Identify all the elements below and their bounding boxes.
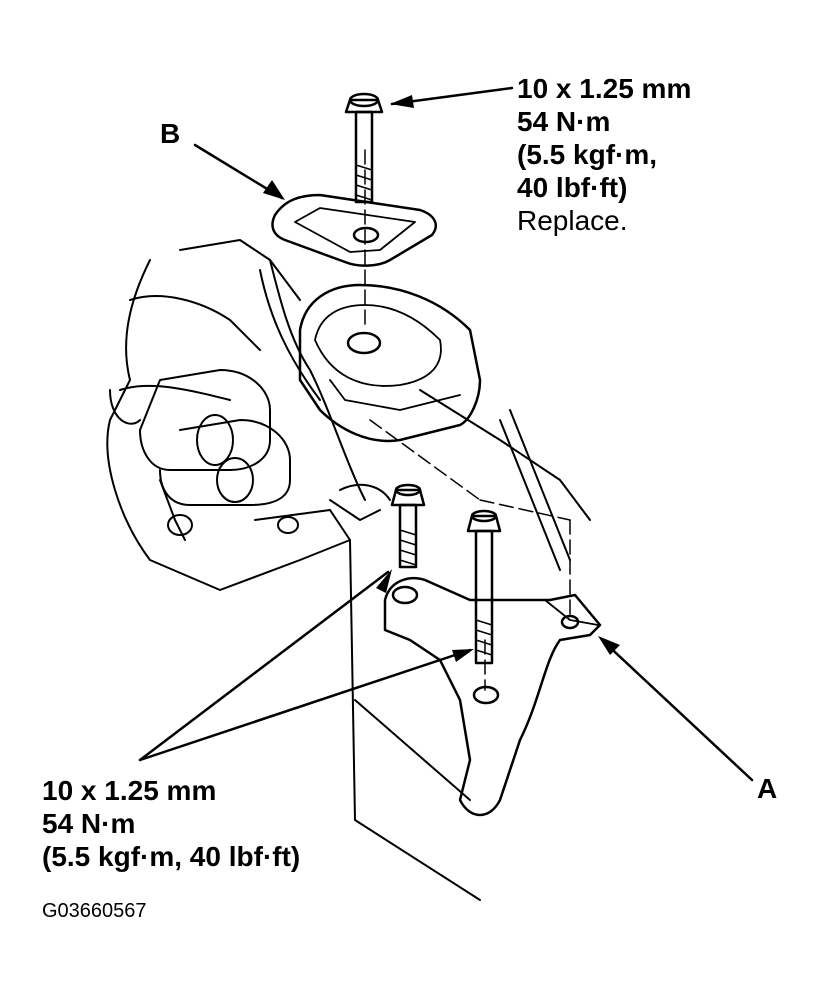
bracket-a: [383, 576, 602, 817]
callout-a: A: [757, 773, 778, 804]
lower-left-bolt: [390, 483, 426, 569]
torque-kgf: (5.5 kgf·m,: [517, 139, 658, 170]
torque-nm: 54 N·m: [517, 106, 611, 137]
leader-lines: [138, 86, 754, 782]
torque-nm: 54 N·m: [42, 808, 136, 839]
torque-full: (5.5 kgf·m, 40 lbf·ft): [42, 841, 301, 872]
callout-b: B: [160, 118, 181, 149]
lower-right-bolt: [466, 509, 502, 665]
lower-bolts-spec: 10 x 1.25 mm 54 N·m (5.5 kgf·m, 40 lbf·f…: [42, 774, 300, 873]
replace-note: Replace.: [517, 205, 628, 236]
top-bolt-spec: 10 x 1.25 mm 54 N·m (5.5 kgf·m, 40 lbf·f…: [517, 72, 691, 237]
bolt-size: 10 x 1.25 mm: [517, 73, 692, 104]
alignment-lines: [364, 149, 571, 691]
top-bolt: [344, 92, 384, 204]
figure-code: G03660567: [42, 900, 147, 922]
transmission-housing: [106, 239, 591, 901]
torque-lbf: 40 lbf·ft): [517, 172, 628, 203]
transmission-mount: [298, 283, 482, 443]
bracket-b: [271, 193, 437, 267]
bolt-size: 10 x 1.25 mm: [42, 775, 217, 806]
arrowheads: [263, 95, 620, 662]
